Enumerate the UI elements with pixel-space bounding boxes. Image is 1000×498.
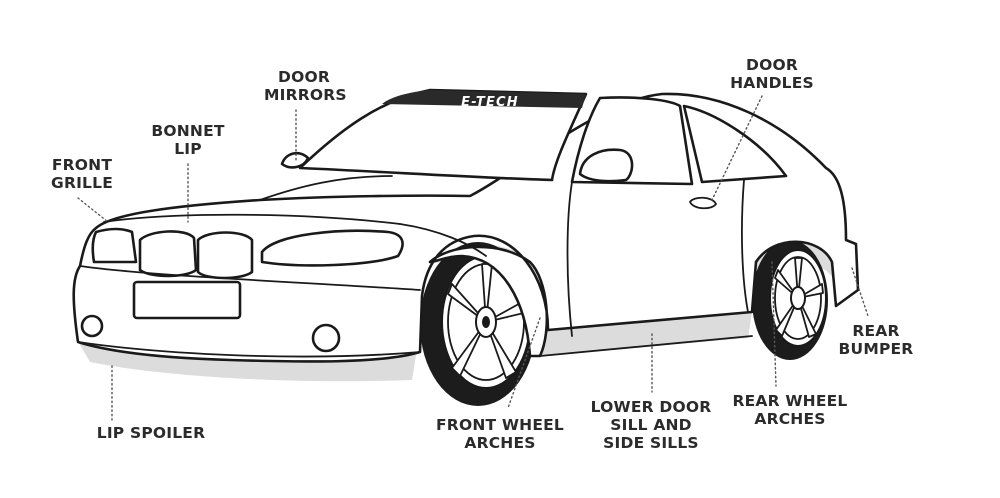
- label-lower-door-sill-line3: SIDE SILLS: [603, 434, 699, 452]
- door-handle: [689, 196, 717, 210]
- label-door-handles: DOOR HANDLES: [724, 56, 820, 92]
- door-line: [566, 179, 749, 337]
- leader-front-wheel-arches: [507, 317, 541, 409]
- label-door-handles-line2: HANDLES: [730, 74, 814, 92]
- side-sill-highlight: [540, 312, 752, 356]
- label-lip-spoiler: LIP SPOILER: [90, 424, 212, 442]
- far-door-mirror: [280, 151, 310, 169]
- label-front-wheel-arches-line2: ARCHES: [464, 434, 536, 452]
- label-bonnet-lip: BONNET LIP: [148, 122, 228, 158]
- sill-line: [539, 311, 753, 357]
- label-rear-wheel-arches: REAR WHEEL ARCHES: [726, 392, 854, 428]
- left-headlight: [91, 227, 138, 264]
- right-headlight: [260, 229, 404, 267]
- label-door-mirrors-line2: MIRRORS: [264, 86, 347, 104]
- label-front-wheel-arches: FRONT WHEEL ARCHES: [432, 416, 568, 452]
- label-door-mirrors-line1: DOOR: [278, 68, 330, 86]
- label-rear-wheel-arches-line1: REAR WHEEL: [732, 392, 848, 410]
- rear-wheel: [752, 240, 828, 360]
- label-front-grille-line1: FRONT: [51, 156, 113, 174]
- rear-side-window: [682, 104, 788, 184]
- leader-rear-wheel-arches: [771, 261, 777, 387]
- leader-front-grille: [77, 197, 109, 223]
- label-bonnet-lip-line2: LIP: [174, 140, 202, 158]
- label-lower-door-sill-line2: SILL AND: [610, 416, 692, 434]
- door-mirror: [578, 148, 634, 183]
- label-lower-door-sill-line1: LOWER DOOR: [590, 398, 712, 416]
- bumper-line: [77, 265, 421, 358]
- sunstrip-text: E-TECH: [461, 95, 519, 110]
- bonnet-line: [103, 175, 401, 225]
- label-door-mirrors: DOOR MIRRORS: [264, 68, 347, 104]
- label-rear-bumper: REAR BUMPER: [834, 322, 918, 358]
- right-kidney-grille: [196, 231, 254, 280]
- label-lip-spoiler-line1: LIP SPOILER: [96, 424, 206, 442]
- label-rear-bumper-line1: REAR: [852, 322, 900, 340]
- label-front-grille-line2: GRILLE: [51, 174, 113, 192]
- left-fog-light: [80, 314, 104, 338]
- right-fog-light: [311, 323, 341, 353]
- wing-line: [399, 223, 487, 257]
- label-rear-bumper-line2: BUMPER: [838, 340, 914, 358]
- label-lower-door-sill: LOWER DOOR SILL AND SIDE SILLS: [588, 398, 714, 452]
- label-rear-wheel-arches-line2: ARCHES: [754, 410, 826, 428]
- sunstrip: [382, 90, 586, 108]
- leader-rear-bumper: [851, 267, 869, 317]
- label-door-handles-line1: DOOR: [746, 56, 798, 74]
- label-front-grille: FRONT GRILLE: [42, 156, 122, 192]
- left-kidney-grille: [138, 230, 198, 278]
- leader-door-handles: [711, 95, 763, 201]
- windscreen: [298, 88, 588, 182]
- number-plate: [132, 280, 242, 320]
- label-front-wheel-arches-line1: FRONT WHEEL: [436, 416, 564, 434]
- label-bonnet-lip-line1: BONNET: [151, 122, 225, 140]
